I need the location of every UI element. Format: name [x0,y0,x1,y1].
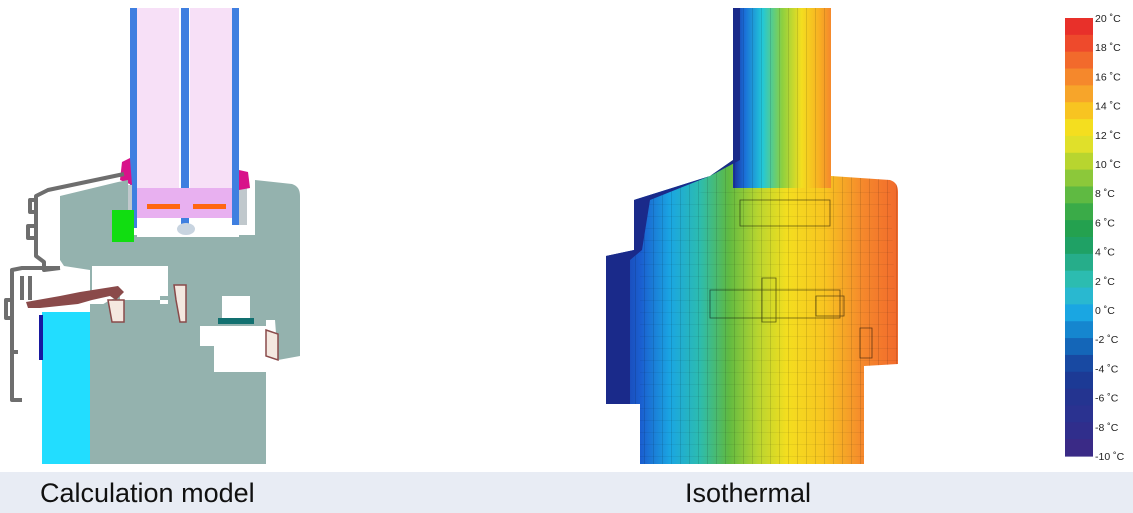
insulation-edge [39,315,43,360]
scale-band [1065,287,1093,305]
caption-calculation-model: Calculation model [40,478,255,508]
caption-isothermal: Isothermal [685,478,812,508]
scale-band [1065,422,1093,440]
scale-band [1065,354,1093,373]
gasket-right [239,170,250,190]
lower-step-cutout [214,346,268,372]
gasket-left [120,158,132,185]
scale-band [1065,220,1093,238]
scale-band [1065,371,1093,390]
scale-tick-label: -10 ˚C [1095,451,1125,463]
spacer-bar-left [147,204,180,209]
isothermal-diagram [606,8,898,464]
hardware-cavity [222,296,250,318]
scale-tick-label: 16 ˚C [1095,71,1121,83]
spacer-bar-right [193,204,226,209]
scale-band [1065,203,1093,221]
scale-band [1065,321,1093,339]
glass-pane-inner [190,8,232,218]
scale-band [1065,169,1093,188]
scale-tick-label: 18 ˚C [1095,42,1121,54]
metal-cladding [4,172,125,402]
iso-heat-flow-lines [640,182,898,464]
scale-tick-label: 14 ˚C [1095,101,1121,113]
scale-band [1065,304,1093,322]
scale-tick-label: 6 ˚C [1095,217,1115,229]
scale-band [1065,270,1093,289]
edge-seal-pink [137,188,232,218]
seal-lip [173,284,187,323]
scale-tick-label: 10 ˚C [1095,159,1121,171]
hardware-track [218,318,254,324]
scale-band [1065,186,1093,204]
scale-band [1065,102,1093,120]
scale-band [1065,388,1093,407]
glass-edge-right [232,8,239,228]
glass-spacer-middle [181,8,189,228]
glass-edge-left [130,8,137,228]
scale-tick-label: 0 ˚C [1095,305,1115,317]
scale-band [1065,34,1093,53]
scale-tick-label: -8 ˚C [1095,422,1119,434]
glass-pane-outer [137,8,179,218]
scale-tick-label: -2 ˚C [1095,334,1119,346]
temperature-scale-legend: 20 ˚C 18 ˚C 16 ˚C 14 ˚C 12 ˚C 10 ˚C 8 ˚C 6 ˚C 4 … [1065,13,1125,463]
scale-band [1065,405,1093,423]
iso-component-outline [709,199,873,359]
scale-band [1065,135,1093,154]
caption-bar [0,472,1133,513]
scale-band [1065,51,1093,70]
scale-band [1065,338,1093,356]
scale-band [1065,18,1093,36]
weather-seal [26,286,124,308]
iso-outer-cold-zone [606,8,740,404]
scale-band [1065,152,1093,171]
scale-band [1065,68,1093,86]
scale-tick-label: -6 ˚C [1095,393,1119,405]
scale-tick-label: 12 ˚C [1095,130,1121,142]
scale-band [1065,119,1093,137]
scale-band [1065,439,1093,457]
insulation-block [42,312,90,464]
scale-tick-label: 2 ˚C [1095,276,1115,288]
scale-tick-label: 4 ˚C [1095,247,1115,259]
scale-tick-label: 8 ˚C [1095,188,1115,200]
scale-tick-label: 20 ˚C [1095,13,1121,25]
seal-lip-lower [265,328,279,362]
scale-tick-label: -4 ˚C [1095,363,1119,375]
calculation-model-diagram [4,8,300,464]
scale-band [1065,85,1093,103]
scale-band [1065,253,1093,272]
green-seal [112,210,134,242]
setting-block [177,223,195,235]
scale-band [1065,237,1093,255]
step-cutout [200,326,270,346]
seal-lip-small [107,299,125,323]
glazing-bead-right [239,185,247,225]
